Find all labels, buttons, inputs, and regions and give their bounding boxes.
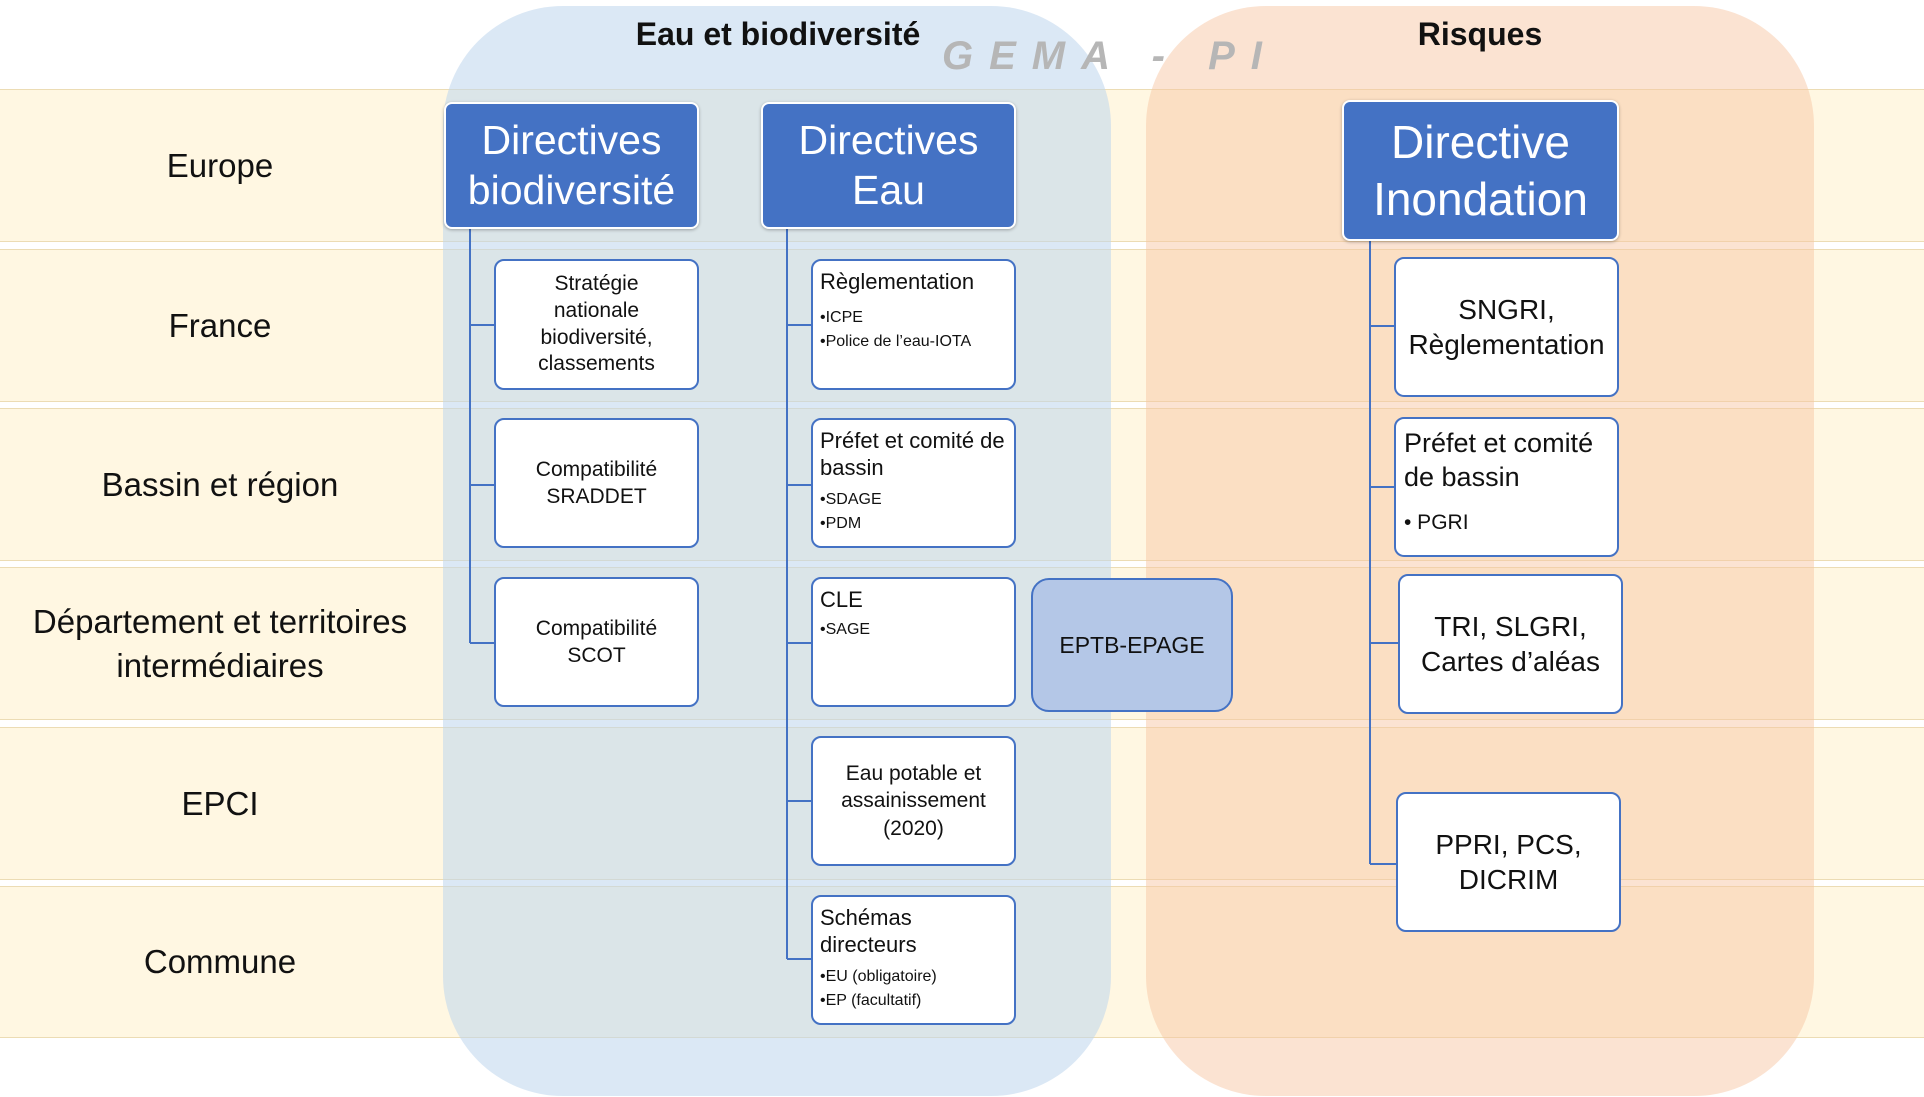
box-ppri-pcs-dicrim: PPRI, PCS, DICRIM	[1396, 792, 1621, 932]
directive-inondation-line-1: Directive	[1391, 116, 1570, 169]
box-strategie-line-3: biodiversité,	[540, 325, 653, 349]
gemapi-watermark: GEMA - PI	[942, 34, 1278, 78]
box-reglementation-title: Règlementation	[820, 269, 975, 294]
region-title-risques: Risques	[1417, 16, 1543, 52]
directives-biodiversite-header: Directives biodiversité	[444, 102, 699, 229]
box-compatibilite-scot: Compatibilité SCOT	[494, 577, 699, 707]
bullet-pdm: •PDM	[820, 514, 862, 532]
box-ppri-line-2: DICRIM	[1458, 864, 1559, 895]
box-sngri-line-1: SNGRI,	[1458, 294, 1555, 325]
directives-eau-line-1: Directives	[798, 117, 979, 164]
box-eau-potable-line-1: Eau potable et	[845, 762, 982, 786]
box-sraddet-line-2: SRADDET	[546, 485, 647, 508]
directives-biodiversite-line-1: Directives	[481, 117, 662, 164]
directives-eau-header: Directives Eau	[761, 102, 1016, 229]
bullet-ep: •EP (facultatif)	[820, 991, 922, 1009]
box-scot-line-1: Compatibilité	[535, 616, 658, 640]
band-label-departement: Département et territoires intermédiaire…	[32, 602, 408, 684]
box-strategie-line-4: classements	[538, 352, 655, 376]
band-label-bassin-region: Bassin et région	[101, 465, 339, 503]
box-ppri-line-1: PPRI, PCS,	[1435, 829, 1582, 860]
box-strategie-nationale: Stratégie nationale biodiversité, classe…	[494, 259, 699, 390]
box-sngri-line-2: Règlementation	[1408, 329, 1605, 360]
box-compatibilite-sraddet: Compatibilité SRADDET	[494, 418, 699, 548]
box-cle-title: CLE	[820, 587, 863, 612]
box-prefet-risques-bullets: • PGRI	[1404, 507, 1609, 539]
directive-inondation-header: Directive Inondation	[1342, 100, 1619, 241]
eptb-epage-box: EPTB-EPAGE	[1031, 578, 1233, 712]
band-label-commune: Commune	[143, 943, 297, 981]
box-prefet-risques-title: Préfet et comité de bassin	[1404, 428, 1594, 492]
box-prefet-eau-title: Préfet et comité de bassin	[820, 428, 1005, 480]
region-title-eau-biodiversite: Eau et biodiversité	[635, 16, 921, 52]
box-eau-potable-line-3: (2020)	[883, 816, 944, 840]
box-strategie-line-2: nationale	[553, 298, 640, 322]
band-label-france: France	[168, 306, 272, 344]
directive-inondation-line-2: Inondation	[1373, 172, 1588, 225]
box-prefet-comite-bassin-risques: Préfet et comité de bassin • PGRI	[1394, 417, 1619, 557]
band-label-epci: EPCI	[181, 784, 259, 822]
bullet-sdage: •SDAGE	[820, 490, 882, 508]
box-reglementation-bullets: •ICPE •Police de l’eau-IOTA	[820, 306, 1008, 354]
box-sngri-reglementation: SNGRI, Règlementation	[1394, 257, 1619, 397]
box-tri-line-2: Cartes d’aléas	[1421, 646, 1600, 677]
box-tri-line-1: TRI, SLGRI,	[1434, 611, 1587, 642]
box-eau-potable-assainissement: Eau potable et assainissement (2020)	[811, 736, 1016, 866]
bullet-icpe: •ICPE	[820, 308, 863, 326]
box-cle-bullets: •SAGE	[820, 618, 1008, 642]
box-strategie-line-1: Stratégie	[554, 271, 639, 295]
bullet-eu: •EU (obligatoire)	[820, 967, 937, 985]
box-cle: CLE •SAGE	[811, 577, 1016, 707]
box-prefet-comite-bassin-eau: Préfet et comité de bassin •SDAGE •PDM	[811, 418, 1016, 548]
bullet-police-eau: •Police de l’eau-IOTA	[820, 332, 972, 350]
box-scot-line-2: SCOT	[567, 644, 626, 667]
bullet-sage: •SAGE	[820, 620, 871, 638]
box-prefet-eau-bullets: •SDAGE •PDM	[820, 488, 1008, 536]
box-schemas-title: Schémas directeurs	[820, 905, 917, 957]
box-schemas-directeurs: Schémas directeurs •EU (obligatoire) •EP…	[811, 895, 1016, 1025]
box-schemas-bullets: •EU (obligatoire) •EP (facultatif)	[820, 965, 1008, 1013]
box-eau-potable-line-2: assainissement	[841, 789, 986, 813]
directives-eau-line-2: Eau	[852, 166, 925, 213]
box-tri-slgri-cartes: TRI, SLGRI, Cartes d’aléas	[1398, 574, 1623, 714]
bullet-pgri: • PGRI	[1404, 510, 1469, 534]
directives-biodiversite-line-2: biodiversité	[467, 166, 676, 213]
band-label-europe: Europe	[166, 146, 274, 184]
box-sraddet-line-1: Compatibilité	[535, 457, 658, 481]
box-reglementation: Règlementation •ICPE •Police de l’eau-IO…	[811, 259, 1016, 390]
